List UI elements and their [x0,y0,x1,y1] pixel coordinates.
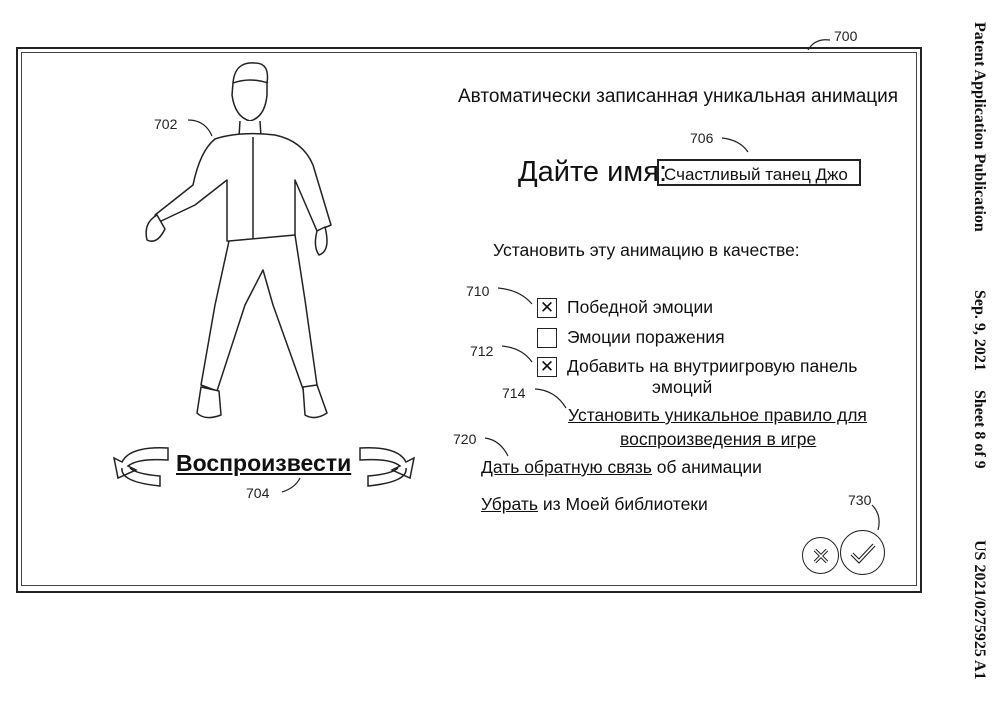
ref-700: 700 [834,28,858,44]
set-rule-link[interactable]: Установить уникальное правило для [568,405,867,425]
ref-720: 720 [453,431,477,447]
feedback-link[interactable]: Дать обратную связь [481,457,652,477]
emote-panel-label-line2: эмоций [652,377,713,397]
close-icon [813,548,828,563]
confirm-button[interactable] [840,530,885,575]
play-button[interactable]: Воспроизвести [176,450,352,476]
publication-date: Sep. 9, 2021 [971,290,988,371]
ref-712: 712 [470,343,494,359]
victory-emote-label: Победной эмоции [567,297,713,317]
feedback-row: Дать обратную связь об анимации [481,457,762,478]
ref-702: 702 [154,116,178,132]
defeat-emote-checkbox[interactable] [537,328,557,348]
set-rule-link-line2[interactable]: воспроизведения в игре [620,429,817,449]
set-as-label: Установить эту анимацию в качестве: [493,240,800,260]
emote-panel-label: Добавить на внутриигровую панель [567,356,858,376]
dialog-frame-inner [21,52,917,586]
dialog-frame [16,47,922,593]
checkmark-icon [850,543,875,564]
remove-rest-text: из Моей библиотеки [537,494,708,514]
rotate-left-arrow-icon[interactable] [110,438,170,493]
cancel-button[interactable] [802,537,839,574]
patent-number: US 2021/0275925 A1 [971,540,988,680]
ref-714: 714 [502,385,526,401]
publication-label: Patent Application Publication [971,22,988,232]
ref-710: 710 [466,283,490,299]
sheet-number: Sheet 8 of 9 [971,390,988,469]
animation-name-input[interactable]: Счастливый танец Джо [657,159,861,186]
ref-730: 730 [848,492,872,508]
emote-panel-checkbox[interactable]: ✕ [537,357,557,377]
victory-emote-checkbox[interactable]: ✕ [537,298,557,318]
avatar-figure [145,62,332,419]
ref-706: 706 [690,130,714,146]
patent-header: Patent Application Publication Sep. 9, 2… [944,0,1004,720]
ref-704: 704 [246,485,270,501]
defeat-emote-label: Эмоции поражения [567,327,725,347]
remove-row: Убрать из Моей библиотеки [481,494,708,515]
name-label: Дайте имя: [518,156,668,188]
rotate-right-arrow-icon[interactable] [358,438,418,493]
reference-leader-lines [187,39,880,531]
remove-link[interactable]: Убрать [481,494,538,514]
feedback-rest-text: об анимации [651,457,762,477]
dialog-title: Автоматически записанная уникальная аним… [458,86,899,107]
